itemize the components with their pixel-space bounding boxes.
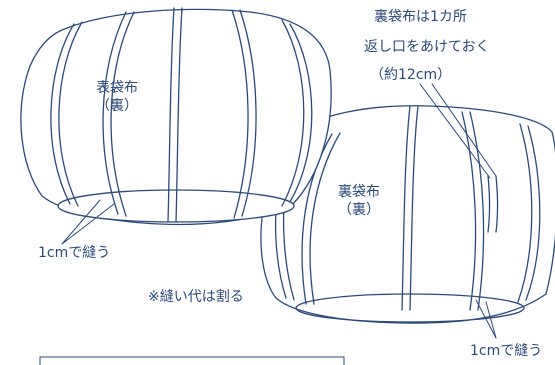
leader-seam-right-b	[485, 301, 497, 339]
bottom-frame	[39, 356, 345, 365]
seam-label-right: 1cmで縫う	[470, 343, 543, 359]
lining-seams	[274, 105, 541, 311]
return-opening	[487, 175, 491, 233]
outer-seams	[50, 7, 313, 223]
leader-note-a	[419, 83, 491, 179]
lining-fabric-title: 裏袋布	[338, 184, 380, 200]
outer-fabric-label: 表袋布 （裏）	[82, 80, 152, 115]
note-line-3: （約12cm）	[370, 67, 452, 83]
note-line-2: 返し口をあけておく	[364, 39, 490, 55]
lining-bag-outline	[260, 105, 555, 324]
note-line-1: 裏袋布は1カ所	[374, 9, 467, 25]
leader-seam-left-a	[61, 199, 101, 245]
lining-fabric-reverse: （裏）	[338, 201, 380, 218]
leader-seam-left-b	[61, 203, 115, 245]
outer-bag	[20, 7, 332, 226]
seam-label-left: 1cmで縫う	[38, 245, 111, 261]
outer-fabric-title: 表袋布	[96, 80, 138, 96]
lining-bag	[260, 105, 555, 324]
allowance-note: ※縫い代は割る	[148, 289, 244, 305]
outer-fabric-reverse: （裏）	[96, 97, 138, 114]
leader-seam-right-a	[475, 299, 497, 339]
leader-lines	[61, 83, 497, 339]
lining-fabric-label: 裏袋布 （裏）	[324, 184, 394, 219]
leader-note-b	[431, 83, 497, 177]
